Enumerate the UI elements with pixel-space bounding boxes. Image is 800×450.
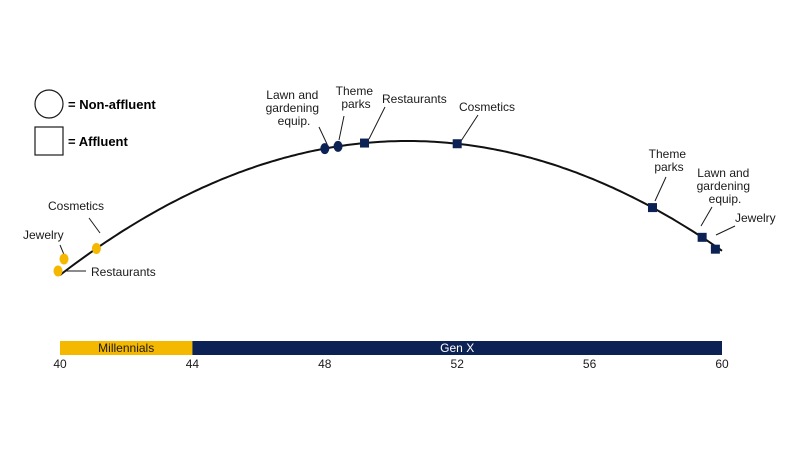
- point-label-jewelry-non-affluent: Jewelry: [23, 228, 64, 242]
- point-label-lawn-affluent: Lawn and gardening equip.: [697, 166, 754, 206]
- marker-affluent-restaurants: [360, 138, 370, 148]
- leader-lines: [59, 106, 736, 272]
- generation-bar: Millennials Gen X: [60, 341, 722, 355]
- markers: [53, 138, 720, 277]
- x-tick-label: 40: [53, 357, 67, 371]
- leader-line: [460, 114, 479, 142]
- point-labels: Jewelry Restaurants Cosmetics Lawn and g…: [23, 84, 776, 279]
- legend-affluent-label: = Affluent: [68, 134, 128, 149]
- leader-line: [88, 217, 101, 234]
- marker-non-affluent-jewelry: [59, 253, 69, 265]
- point-label-jewelry-affluent: Jewelry: [735, 211, 776, 225]
- band-genx: [192, 341, 722, 355]
- marker-affluent-cosmetics: [452, 139, 462, 149]
- marker-non-affluent-lawn-and-gardening-equip: [320, 143, 330, 155]
- marker-affluent-lawn-and-gardening-equip: [697, 232, 707, 242]
- x-tick-label: 48: [318, 357, 332, 371]
- band-millennials: [60, 341, 193, 355]
- legend-square-icon: [34, 126, 64, 156]
- leader-line: [318, 126, 328, 145]
- trend-curve: [59, 140, 723, 276]
- point-label-lawn-non-affluent: Lawn and gardening equip.: [266, 88, 323, 128]
- legend: = Non-affluent = Affluent: [34, 89, 156, 156]
- x-tick-label: 44: [186, 357, 200, 371]
- leader-line: [654, 176, 667, 202]
- x-tick-label: 56: [583, 357, 597, 371]
- point-label-cosmetics-affluent: Cosmetics: [459, 100, 515, 114]
- leader-line: [368, 106, 386, 140]
- point-label-cosmetics-non-affluent: Cosmetics: [48, 199, 104, 213]
- marker-non-affluent-cosmetics: [91, 242, 101, 254]
- band-genx-label: Gen X: [440, 341, 474, 355]
- band-millennials-label: Millennials: [98, 341, 154, 355]
- leader-line: [715, 225, 736, 236]
- legend-circle-icon: [34, 89, 64, 119]
- marker-non-affluent-restaurants: [53, 265, 63, 277]
- legend-non-affluent-label: = Non-affluent: [68, 97, 156, 112]
- marker-affluent-jewelry: [710, 244, 720, 254]
- leader-line: [700, 206, 713, 227]
- x-tick-label: 60: [715, 357, 729, 371]
- leader-line: [338, 115, 345, 141]
- marker-affluent-theme-parks: [647, 203, 657, 213]
- point-label-theme-parks-non-affluent: Theme parks: [336, 84, 377, 111]
- x-axis: 40 44 48 52 56 60: [53, 357, 729, 371]
- marker-non-affluent-theme-parks: [333, 140, 343, 152]
- x-tick-label: 52: [451, 357, 465, 371]
- point-label-theme-parks-affluent: Theme parks: [649, 147, 690, 174]
- point-label-restaurants-affluent: Restaurants: [382, 92, 447, 106]
- point-label-restaurants-non-affluent: Restaurants: [91, 265, 156, 279]
